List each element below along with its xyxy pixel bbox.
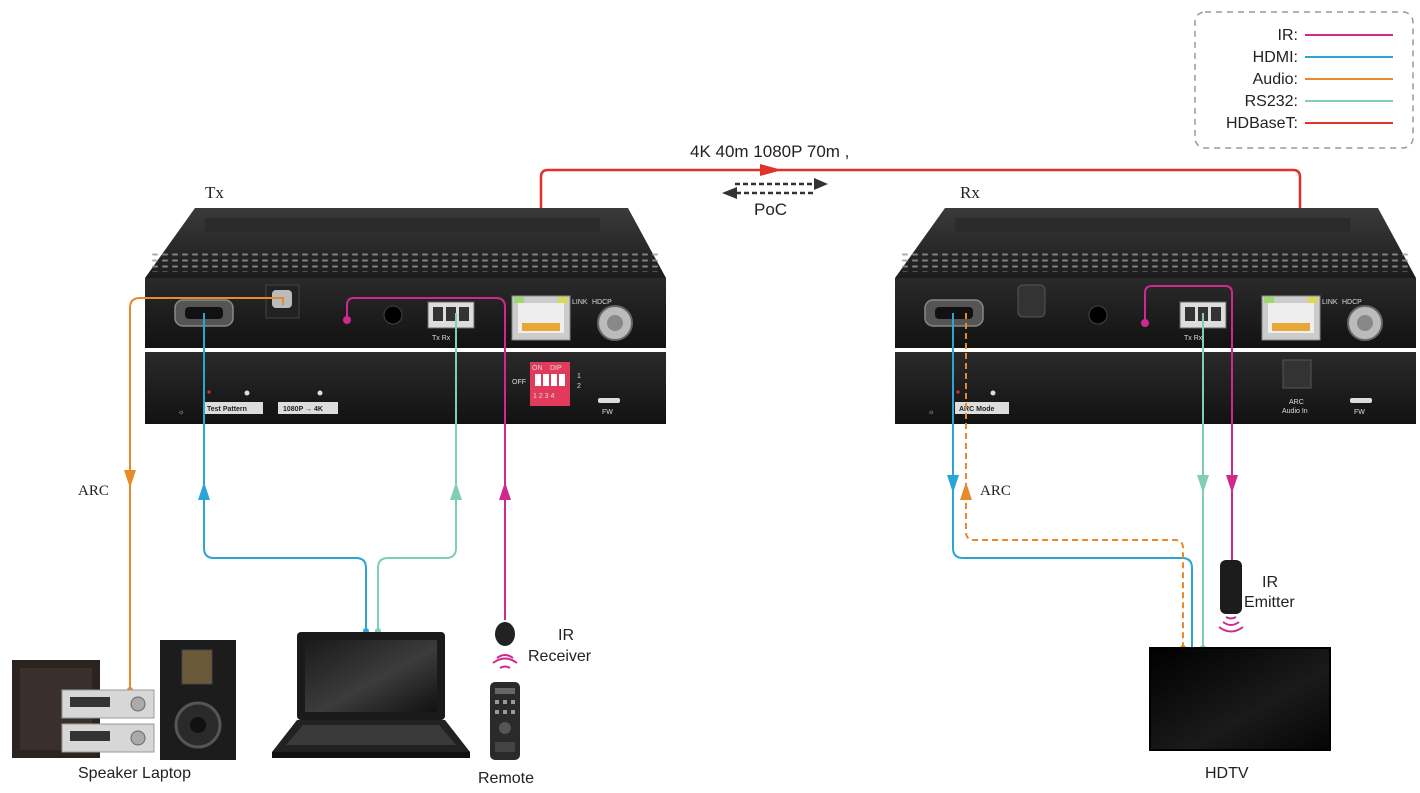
rx-optical-port — [1017, 284, 1046, 318]
hdtv-icon — [1149, 647, 1331, 751]
tx-upscale-label: 1080P → 4K — [283, 406, 323, 413]
tx-dip-off: OFF — [512, 379, 526, 386]
legend-label-ir: IR: — [1278, 27, 1298, 44]
rx-ir-down-arrow-icon — [1226, 475, 1238, 493]
rx-hdcp-label: HDCP — [1342, 299, 1362, 306]
legend-item-rs232: RS232: — [1245, 93, 1393, 110]
tx-dip-numbers: 1 2 3 4 — [533, 393, 555, 400]
tx-dip-dip: DIP — [550, 365, 562, 372]
rx-device: Rx Tx Rx LINK HDCP ☼ ARC Mode ARC Audio … — [895, 183, 1416, 424]
rx-cables: ARC — [947, 285, 1238, 651]
legend-label-rs232: RS232: — [1245, 93, 1298, 110]
rx-arc-audio-in-port — [1282, 359, 1312, 389]
tx-device: Tx Tx Rx LINK HDCP ☼ Test Pattern — [145, 183, 666, 424]
legend-item-hdbaset: HDBaseT: — [1226, 115, 1393, 132]
rx-link-label: LINK — [1322, 299, 1338, 306]
laptop — [272, 632, 470, 758]
arc-left-label: ARC — [78, 483, 109, 499]
ir-emitter-label-2: Emitter — [1244, 594, 1295, 611]
hdbaset-link: 4K 40m 1080P 70m , PoC — [539, 142, 1302, 318]
hdtv-label: HDTV — [1205, 765, 1249, 782]
rx-audio-jack — [1088, 305, 1108, 325]
speaker-laptop-label: Speaker Laptop — [78, 765, 191, 782]
ir-receiver-label-2: Receiver — [528, 648, 592, 665]
tx-dip-on: ON — [532, 365, 543, 372]
tx-hdcp-label: HDCP — [592, 299, 612, 306]
ir-emitter: IR Emitter — [1218, 560, 1295, 633]
ir-receiver-signal-icon — [492, 654, 518, 669]
rx-rs232-down-arrow-icon — [1197, 475, 1209, 493]
rx-arc-audio-in-label-2: Audio In — [1282, 408, 1308, 415]
legend: IR: HDMI: Audio: RS232: HDBaseT: — [1194, 11, 1414, 149]
arc-right-label: ARC — [980, 483, 1011, 499]
tx-title: Tx — [205, 183, 224, 202]
hdtv — [1149, 647, 1331, 751]
legend-item-hdmi: HDMI: — [1253, 49, 1393, 66]
hdmi-up-arrow-icon — [198, 482, 210, 500]
rx-arc-audio-in-label-1: ARC — [1289, 399, 1304, 406]
tx-link-label: LINK — [572, 299, 588, 306]
arc-down-arrow-icon — [124, 470, 136, 488]
ir-receiver-label-1: IR — [558, 627, 574, 644]
rx-arc-mode-button[interactable] — [955, 402, 1009, 414]
tx-fw-port — [598, 398, 620, 403]
tx-test-pattern-label: Test Pattern — [207, 406, 247, 413]
link-distance-label: 4K 40m 1080P 70m , — [690, 142, 849, 161]
rx-brightness-icon: ☼ — [928, 409, 934, 416]
hdbaset-arrow-icon — [760, 164, 782, 176]
ir-up-arrow-icon — [499, 482, 511, 500]
tx-dip-side-1: 1 — [577, 373, 581, 380]
rx-arc-up-arrow-icon — [960, 482, 972, 500]
poc-arrows-icon — [722, 178, 828, 199]
tx-brightness-icon: ☼ — [178, 409, 184, 416]
legend-label-hdmi: HDMI: — [1253, 49, 1298, 66]
tx-fw-label: FW — [602, 409, 613, 416]
rx-title: Rx — [960, 183, 980, 202]
rx-fw-port — [1350, 398, 1372, 403]
tx-ir-jack — [383, 305, 403, 325]
tx-dip-side-2: 2 — [577, 383, 581, 390]
rx-fw-label: FW — [1354, 409, 1365, 416]
rx-txrx-label: Tx Rx — [1184, 335, 1203, 342]
ir-emitter-signal-icon — [1218, 616, 1244, 633]
tx-txrx-label: Tx Rx — [432, 335, 451, 342]
rx-hdmi-down-arrow-icon — [947, 475, 959, 493]
rx-arc-mode-label: ARC Mode — [959, 406, 994, 413]
ir-emitter-icon — [1220, 560, 1242, 614]
legend-item-audio: Audio: — [1253, 71, 1393, 88]
ir-receiver-icon — [495, 622, 515, 646]
tx-test-pattern-button[interactable] — [203, 402, 263, 414]
poc-label: PoC — [754, 200, 787, 219]
ir-receiver: IR Receiver — [492, 622, 592, 669]
remote-label: Remote — [478, 770, 534, 787]
legend-item-ir: IR: — [1278, 27, 1393, 44]
speaker-system — [12, 640, 236, 760]
remote-control — [490, 682, 520, 760]
rs232-up-arrow-icon — [450, 482, 462, 500]
tx-cables: ARC — [78, 297, 511, 693]
legend-label-hdbaset: HDBaseT: — [1226, 115, 1298, 132]
legend-label-audio: Audio: — [1253, 71, 1298, 88]
ir-emitter-label-1: IR — [1262, 574, 1278, 591]
tx-upscale-button[interactable] — [278, 402, 338, 414]
